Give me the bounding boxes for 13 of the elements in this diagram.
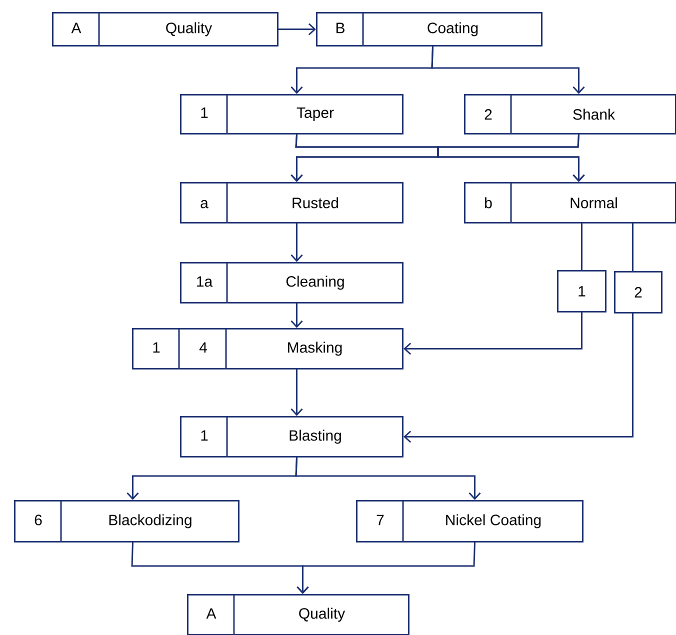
number-box: 2: [614, 271, 662, 314]
arrow: [404, 314, 634, 443]
arrow: [404, 312, 582, 355]
arrow: [296, 542, 476, 594]
arrow: [431, 46, 585, 94]
arrow: [290, 370, 303, 416]
arrow: [437, 134, 585, 182]
arrow: [290, 304, 303, 328]
arrow: [295, 457, 481, 500]
arrow: [278, 23, 316, 36]
process-box: A Quality: [187, 594, 410, 635]
number-box: 1: [557, 270, 606, 312]
arrow: [290, 224, 303, 262]
